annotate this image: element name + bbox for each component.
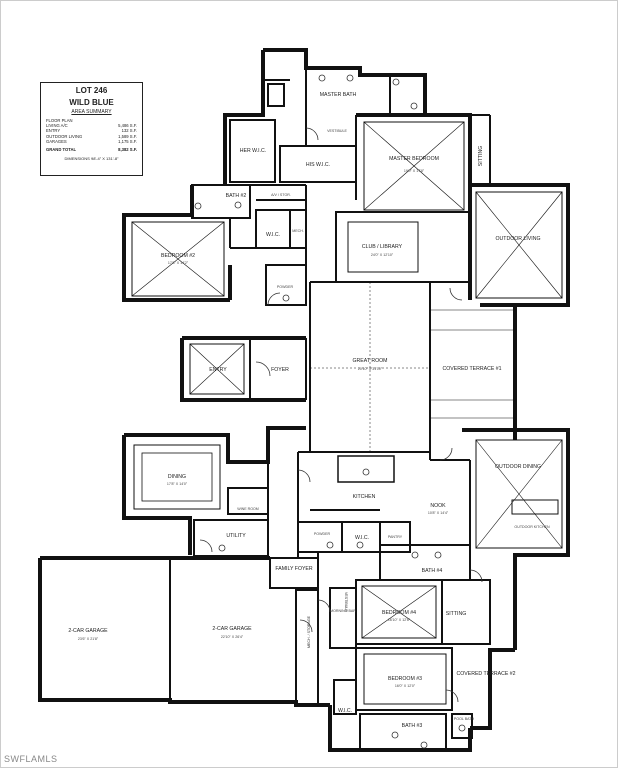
label-mech-storage: MECH. / STORAGE	[307, 615, 311, 648]
label-bedroom-3: BEDROOM #3	[388, 676, 422, 682]
area-summary-rows: FLOOR PLAN LIVING A/C 5,486 S.F. ENTRY 132…	[46, 118, 137, 152]
row-value: 1,589 S.F.	[118, 133, 137, 139]
row-value: 5,486 S.F.	[118, 123, 137, 129]
label-family-foyer: FAMILY FOYER	[275, 566, 313, 572]
label-outdoor-kitchen: OUTDOOR KITCHEN	[514, 525, 550, 529]
label-kitchen: KITCHEN	[353, 494, 376, 500]
interior-walls	[131, 68, 563, 751]
label-vestibule: VESTIBULE	[327, 129, 347, 133]
label-utility: UTILITY	[226, 533, 246, 539]
door-swings	[199, 127, 483, 703]
label-master-bedroom-dims: 19'0" X 17'8"	[404, 169, 425, 173]
label-wine-room: WINE ROOM	[237, 507, 259, 511]
label-morning-bar: MORNING BAR	[330, 609, 356, 613]
label-garage-2a-dims: 23'6" X 21'8"	[78, 637, 99, 641]
label-great-room-dims: 20'10" X 31'10"	[358, 367, 383, 371]
label-bedroom-4-dims: 16'10" X 12'6"	[388, 618, 411, 622]
label-foyer: FOYER	[271, 367, 289, 373]
community-name: WILD BLUE	[69, 98, 114, 107]
area-summary-heading: AREA SUMMARY	[71, 109, 112, 115]
label-sitting-top: SITTING	[478, 146, 484, 166]
label-dining: DINING	[168, 474, 186, 480]
grand-total-row: GRAND TOTAL 8,382 S.F.	[46, 147, 137, 152]
label-garage-2a: 2-CAR GARAGE	[68, 628, 108, 634]
label-mech-top: MECH.	[292, 229, 304, 233]
area-summary-box: LOT 246 WILD BLUE AREA SUMMARY FLOOR PLA…	[40, 82, 143, 176]
summary-row: ENTRY 132 S.F.	[46, 128, 137, 133]
label-garage-2b: 2-CAR GARAGE	[212, 626, 252, 632]
summary-row: OUTDOOR LIVING 1,589 S.F.	[46, 134, 137, 139]
label-her-wic: HER W.I.C.	[240, 148, 267, 154]
label-great-room: GREAT ROOM	[353, 358, 388, 364]
label-master-bath: MASTER BATH	[320, 92, 357, 98]
label-av-stor: A/V / STOR.	[271, 193, 291, 197]
lot-number: LOT 246	[75, 86, 108, 95]
label-club-library: CLUB / LIBRARY	[362, 244, 403, 250]
label-bedroom-4: BEDROOM #4	[382, 610, 416, 616]
label-powder-mid: POWDER	[314, 532, 331, 536]
label-entry: ENTRY	[209, 367, 227, 373]
label-pantry: PANTRY	[388, 535, 403, 539]
label-powder-top: POWDER	[277, 285, 294, 289]
label-outdoor-living: OUTDOOR LIVING	[496, 236, 541, 242]
label-nook: NOOK	[430, 503, 446, 509]
label-bedroom-3-dims: 16'0" X 12'0"	[395, 684, 416, 688]
grand-total-value: 8,382 S.F.	[118, 147, 137, 153]
label-garage-2b-dims: 22'10" X 26'4"	[221, 635, 244, 639]
label-wic-mid: W.I.C.	[355, 535, 369, 541]
label-club-library-dims: 24'0" X 12'10"	[371, 253, 394, 257]
label-his-wic: HIS W.I.C.	[306, 162, 330, 168]
label-bath-2: BATH #2	[226, 193, 247, 199]
row-value: 132 S.F.	[121, 128, 137, 134]
row-label: GARAGES	[46, 138, 67, 144]
row-value: 1,175 S.F.	[118, 138, 137, 144]
fixtures	[194, 74, 466, 749]
label-outdoor-dining: OUTDOOR DINING	[495, 464, 541, 470]
label-pool-bath: POOL BATH	[454, 717, 475, 721]
label-master-bedroom: MASTER BEDROOM	[389, 156, 439, 162]
label-wic-bot: W.I.C.	[338, 708, 352, 714]
grand-total-label: GRAND TOTAL	[46, 147, 77, 153]
room-labels: MASTER BATH HER W.I.C. HIS W.I.C. VESTIB…	[68, 92, 550, 729]
watermark: SWFLAMLS	[4, 754, 58, 764]
label-bath-4: BATH #4	[422, 568, 443, 574]
row-label: LIVING A/C	[46, 123, 68, 129]
label-bedroom-2: BEDROOM #2	[161, 253, 195, 259]
label-covered-terrace-1: COVERED TERRACE #1	[443, 366, 502, 372]
summary-row: LIVING A/C 5,486 S.F.	[46, 123, 137, 128]
label-wic-top: W.I.C.	[266, 232, 280, 238]
floor-plan-section: FLOOR PLAN	[46, 118, 73, 123]
label-vestibule-2: VESTIBULE	[344, 592, 348, 612]
label-bath-3: BATH #3	[402, 723, 423, 729]
label-covered-terrace-2: COVERED TERRACE #2	[457, 671, 516, 677]
dimensions-text: DIMENSIONS 98'-4" X 131'-8"	[64, 156, 119, 162]
row-label: OUTDOOR LIVING	[46, 133, 83, 139]
label-sitting-bot: SITTING	[446, 611, 466, 617]
label-bedroom-2-dims: 17'8" X 14'2"	[168, 261, 189, 265]
label-dining-dims: 17'8" X 14'0"	[167, 482, 188, 486]
label-nook-dims: 10'8" X 14'4"	[428, 511, 449, 515]
row-label: ENTRY	[46, 128, 61, 134]
summary-row: GARAGES 1,175 S.F.	[46, 139, 137, 144]
